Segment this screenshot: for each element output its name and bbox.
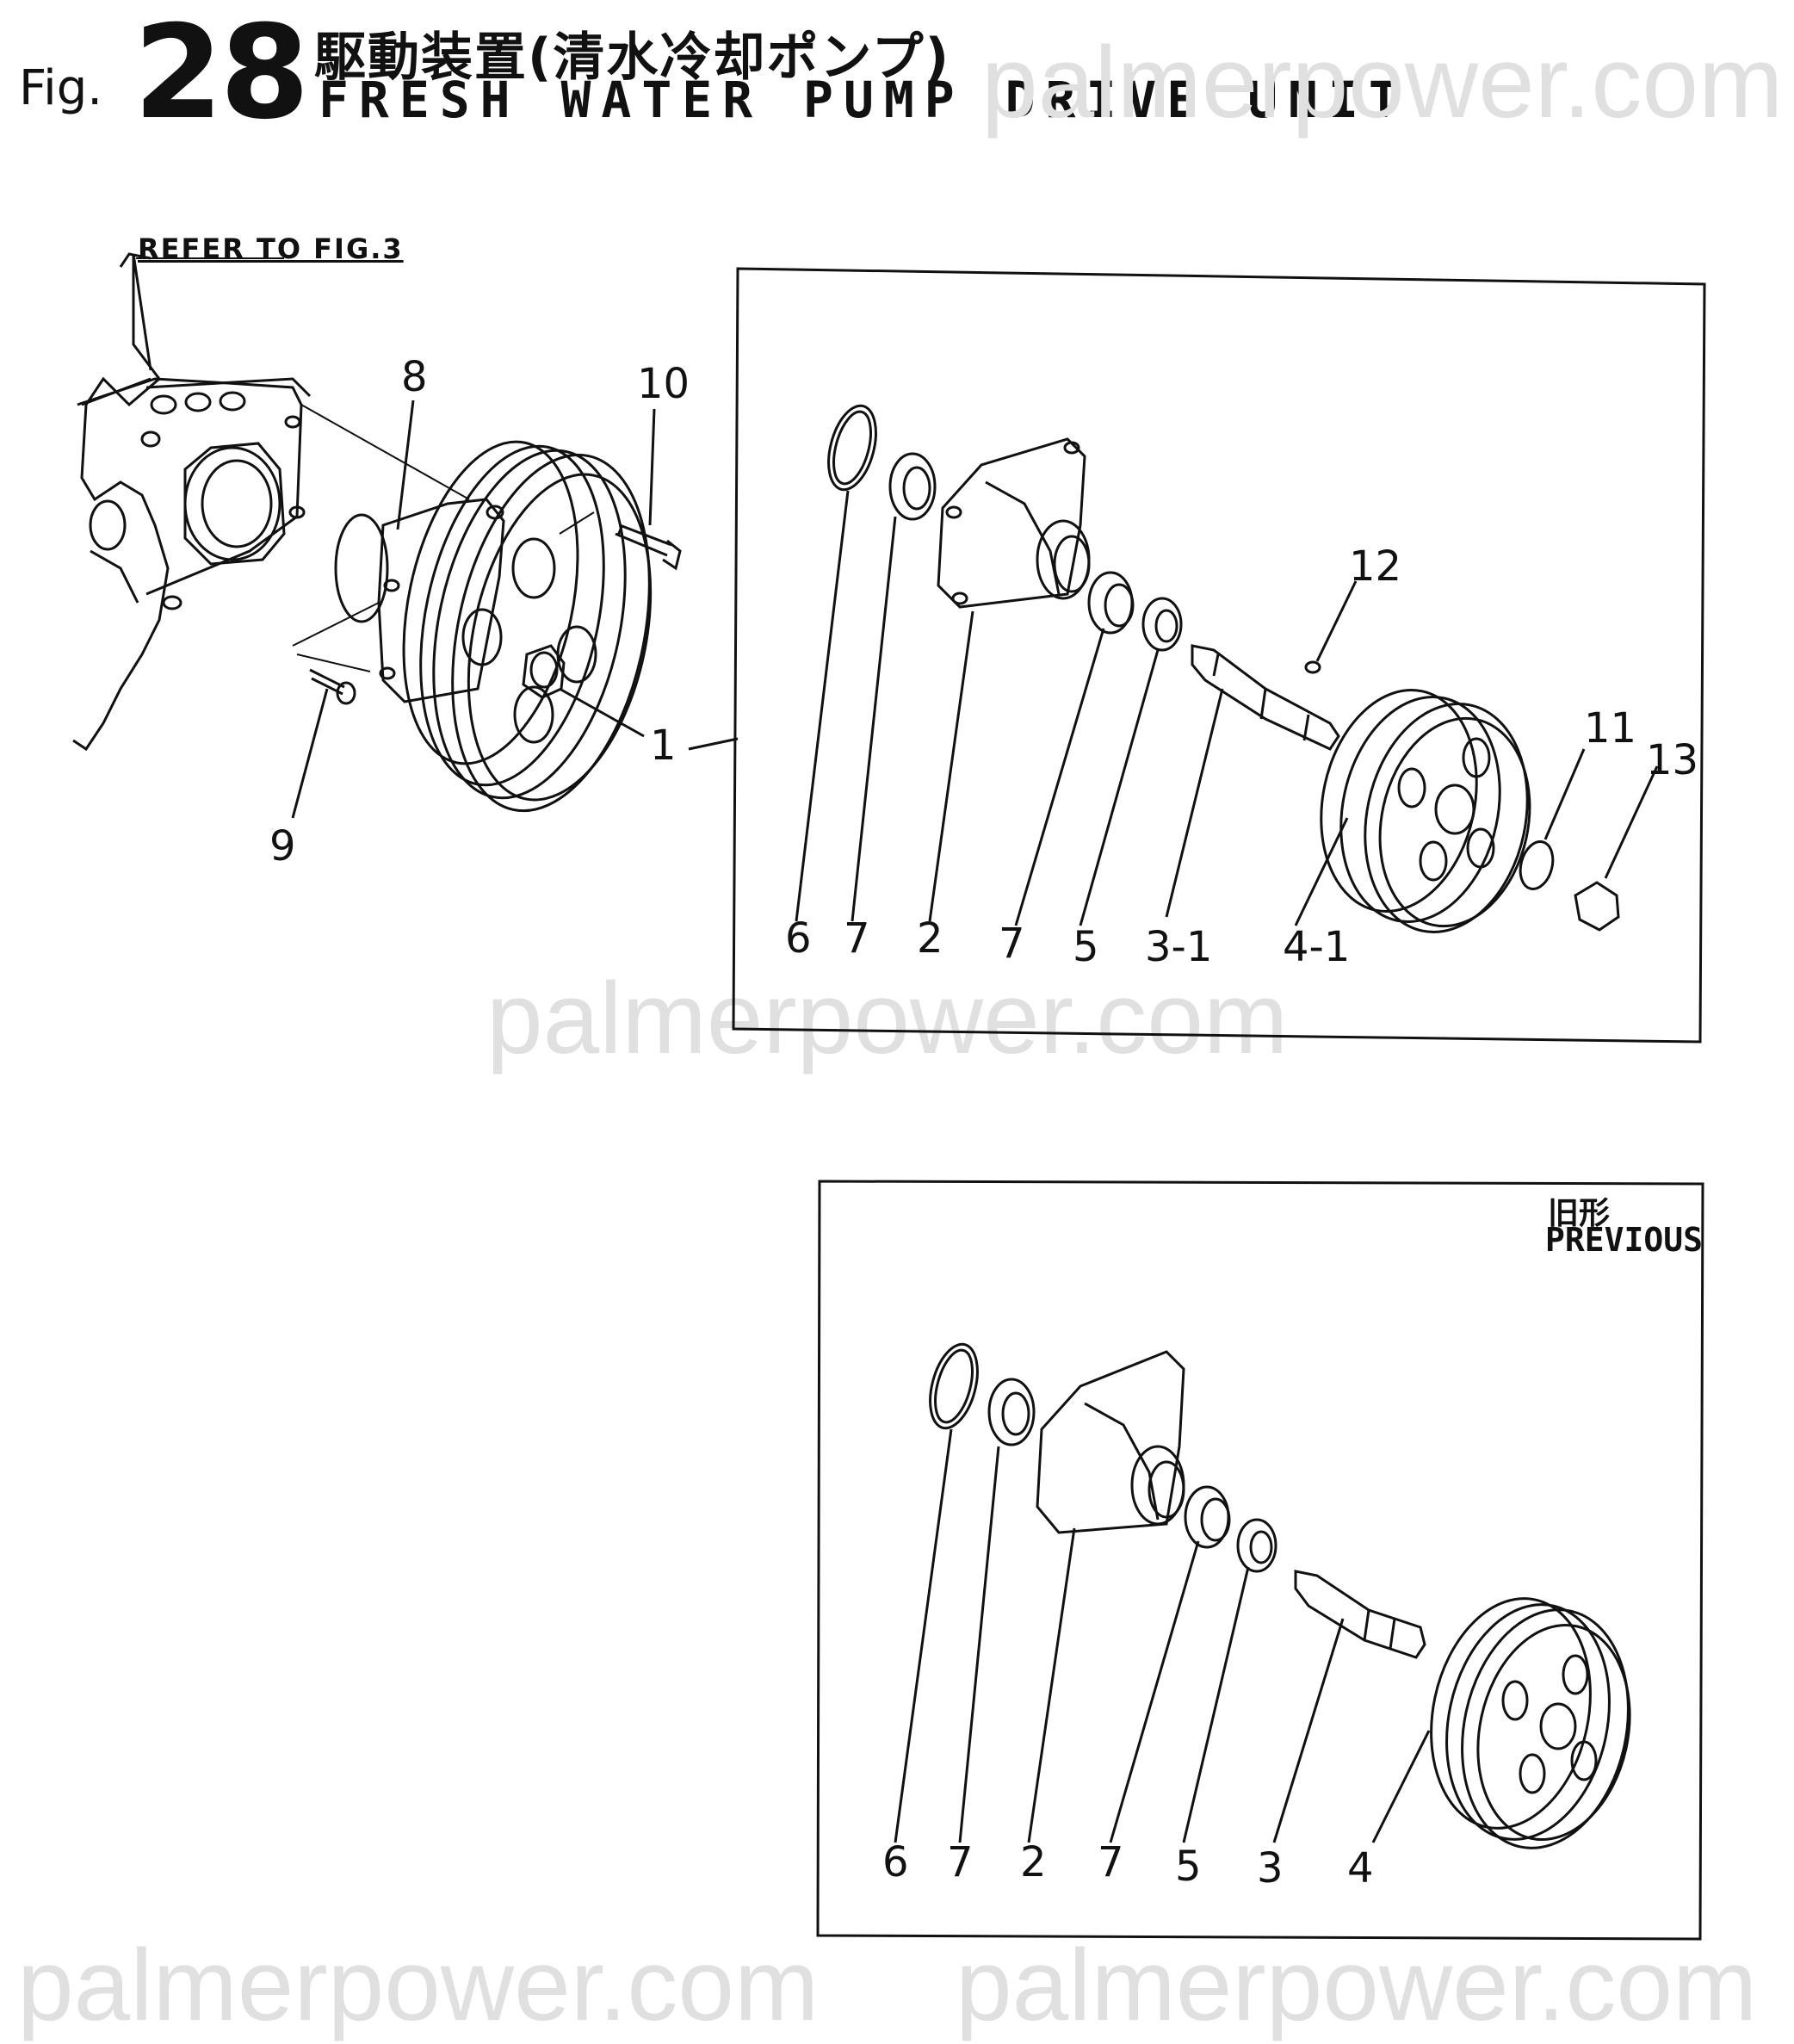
previous-detail-parts (894, 1342, 1631, 1849)
watermark: palmerpower.com (956, 1929, 1758, 2042)
detail-frame-previous (816, 1180, 1704, 1941)
callout-3: 3 (1257, 1844, 1284, 1892)
callout-11: 11 (1584, 704, 1637, 753)
previous-label-japanese: 旧形 (1548, 1196, 1611, 1231)
refer-note: REFER TO FIG.3 (138, 232, 404, 265)
callout-2: 2 (917, 914, 943, 963)
callout-13: 13 (1646, 736, 1699, 784)
callout-4: 4 (1347, 1844, 1374, 1892)
current-detail-parts (795, 404, 1659, 933)
callout-2: 2 (1020, 1838, 1047, 1886)
callout-7: 7 (947, 1838, 974, 1886)
callout-4-1: 4-1 (1283, 923, 1351, 971)
detail-frame-current (732, 267, 1706, 1044)
previous-label-english: PREVIOUS (1545, 1221, 1704, 1259)
title-japanese: 駆動装置(清水冷却ポンプ) (314, 28, 951, 88)
o-ring-8 (334, 513, 389, 623)
fig-number: 28 (133, 0, 310, 148)
callout-5: 5 (1073, 923, 1099, 971)
bolt-9 (309, 668, 356, 705)
callout-6: 6 (882, 1838, 909, 1886)
callout-12: 12 (1349, 542, 1402, 591)
callout-7: 7 (999, 920, 1025, 968)
watermark: palmerpower.com (486, 962, 1289, 1075)
pump-assembly-1 (377, 440, 653, 813)
callout-10: 10 (637, 360, 690, 408)
callout-6: 6 (785, 914, 812, 963)
callout-9: 9 (269, 822, 296, 870)
watermark: palmerpower.com (981, 26, 1784, 139)
callout-3-1: 3-1 (1145, 923, 1213, 971)
title-english: FRESH WATER PUMP DRIVE UNIT (319, 71, 1409, 129)
watermark: palmerpower.com (17, 1929, 820, 2042)
callout-8: 8 (401, 353, 428, 401)
callout-7: 7 (1098, 1838, 1124, 1886)
callout-7: 7 (844, 914, 870, 963)
fig-label: Fig. (19, 60, 103, 116)
callout-1: 1 (650, 722, 677, 770)
callout-5: 5 (1175, 1843, 1202, 1891)
bolt-10 (615, 523, 682, 571)
gear-case-housing (72, 252, 312, 752)
